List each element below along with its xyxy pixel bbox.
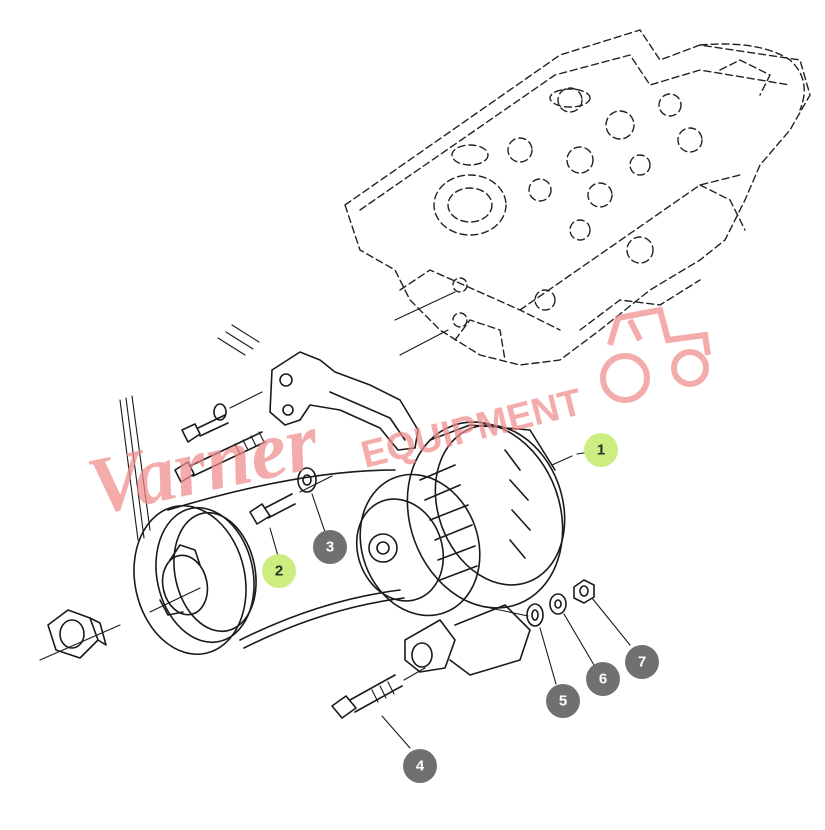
- callout-3[interactable]: 3: [313, 530, 347, 564]
- callout-3-label: 3: [326, 539, 334, 556]
- axis-line: [399, 329, 449, 356]
- callout-1-label: 1: [597, 442, 605, 459]
- cylinder-head: [344, 29, 811, 366]
- callout-7-label: 7: [638, 654, 646, 671]
- bolt-lower: [331, 667, 426, 719]
- svg-text:Varner: Varner: [80, 395, 327, 533]
- alternator: [355, 421, 573, 676]
- callout-7[interactable]: 7: [625, 645, 659, 679]
- axis-line: [394, 291, 456, 321]
- callout-5-label: 5: [559, 693, 567, 710]
- mounting-bracket: [217, 324, 419, 451]
- washer-3: [297, 467, 317, 493]
- bolt-upper: [181, 391, 263, 443]
- callout-2[interactable]: 2: [262, 554, 296, 588]
- callout-1[interactable]: 1: [584, 433, 618, 467]
- drive-belt: [167, 469, 405, 649]
- nut-7: [573, 579, 595, 604]
- crank-pulley: [39, 395, 257, 661]
- lock-washer-6: [549, 593, 567, 615]
- callout-6-label: 6: [599, 671, 607, 688]
- callout-4[interactable]: 4: [403, 749, 437, 783]
- callout-4-label: 4: [416, 758, 425, 775]
- callout-6[interactable]: 6: [586, 662, 620, 696]
- callout-5[interactable]: 5: [546, 684, 580, 718]
- pulley-nut: [47, 609, 107, 659]
- bolt-long: [174, 431, 266, 483]
- leader-lines: [269, 451, 631, 749]
- washer-5: [526, 603, 544, 627]
- callout-2-label: 2: [275, 563, 283, 580]
